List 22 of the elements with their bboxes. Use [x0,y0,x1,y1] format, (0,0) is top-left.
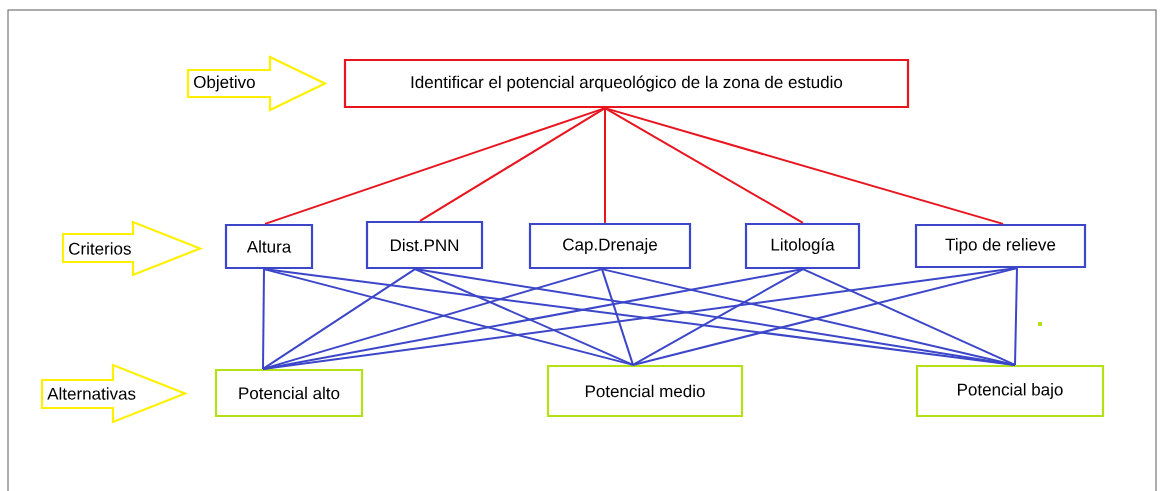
connector-line [262,268,265,370]
connector-line [604,107,606,224]
connector-line [604,107,804,224]
criterion-box: Altura [224,223,314,270]
connector-line [262,268,416,370]
criterion-box: Tipo de relieve [914,223,1087,269]
connector-line [802,268,1016,366]
criterion-box: Litología [744,222,861,270]
connector-line [604,107,1004,225]
alternative-box: Potencial medio [546,364,744,418]
connector-line [1014,267,1018,366]
connector-line [601,268,634,366]
alternative-box: Potencial bajo [915,364,1105,418]
connector-line [414,268,634,366]
connector-line [262,268,804,370]
connector-line [419,107,606,222]
connector-line [414,268,1016,366]
goal-box: Identificar el potencial arqueológico de la zona de estudio [343,58,910,109]
alternative-box: Potencial alto [214,368,364,418]
criterion-box: Dist.PNN [365,220,484,270]
connector-line [632,268,804,366]
criterion-box: Cap.Drenaje [528,222,692,270]
